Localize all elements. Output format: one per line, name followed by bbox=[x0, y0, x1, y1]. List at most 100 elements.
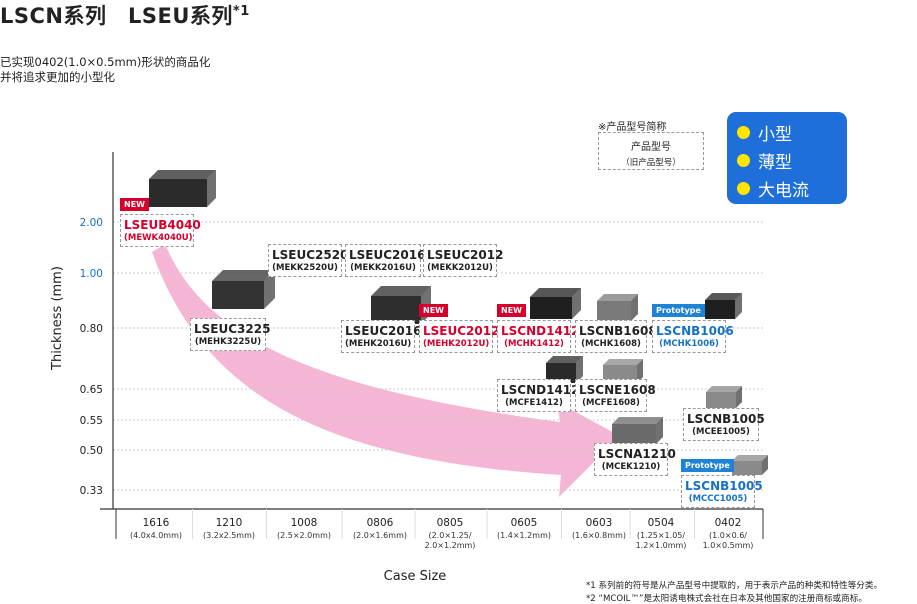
x-tick-sublabel: (1.0×0.6/ bbox=[709, 531, 747, 540]
product-label: LSEUC3225(MEHK3225U) bbox=[190, 318, 270, 351]
subtitle-line-1: 已实现0402(1.0×0.5mm)形状的商品化 bbox=[0, 55, 211, 69]
x-tick-label: 0402 bbox=[715, 517, 742, 529]
inductor-chip-icon bbox=[212, 281, 264, 309]
x-tick-label: 1616 bbox=[143, 517, 170, 529]
old-product-name: (MCEK1210) bbox=[601, 462, 661, 472]
new-badge: NEW bbox=[419, 304, 448, 317]
x-tick-label: 1008 bbox=[291, 517, 318, 529]
old-product-name: (MCFE1608) bbox=[582, 398, 640, 408]
x-tick-sublabel: 1.2×1.0mm) bbox=[636, 541, 687, 550]
product-label: LSCNB1608(MCHK1608) bbox=[575, 320, 657, 353]
legend-product-label: 产品型号 bbox=[631, 142, 671, 153]
inductor-chip-icon bbox=[371, 296, 421, 324]
feature-item: 小型 bbox=[737, 118, 847, 146]
inductor-chip-top bbox=[546, 356, 583, 363]
inductor-chip-top bbox=[149, 170, 216, 179]
inductor-chip-top bbox=[530, 288, 581, 297]
inductor-chip-icon bbox=[612, 424, 656, 444]
product-name: LSCNE1608 bbox=[579, 383, 656, 397]
inductor-chip-top bbox=[597, 294, 638, 301]
legend-title: ※产品型号简称 bbox=[598, 122, 667, 133]
old-product-name: (MCEE1005) bbox=[692, 427, 750, 437]
feature-item: 大电流 bbox=[737, 174, 847, 202]
old-product-name: (MCHK1412) bbox=[504, 339, 564, 349]
product-name: LSEUC2012 bbox=[423, 324, 500, 338]
product-label: LSCNB1006(MCHK1006) bbox=[652, 320, 734, 353]
inductor-chip-icon bbox=[706, 392, 736, 408]
product-label: LSEUC2012(MEKK2012U) bbox=[423, 244, 503, 277]
x-tick-label: 0605 bbox=[511, 517, 538, 529]
y-tick-label: 0.33 bbox=[80, 485, 103, 497]
product-label: LSCND1412(MCHK1412) bbox=[497, 320, 580, 353]
page-title: LSCN系列 LSEU系列*1 bbox=[0, 4, 250, 28]
inductor-chip-side bbox=[576, 356, 583, 383]
product-label: LSEUC2016(MEHK2016U) bbox=[341, 320, 422, 353]
product-name: LSCND1412 bbox=[501, 383, 580, 397]
prototype-badge: Prototype bbox=[652, 304, 705, 317]
old-product-name: (MEHK2012U) bbox=[423, 339, 490, 349]
old-product-name: (MEKK2016U) bbox=[350, 263, 416, 273]
inductor-chip-side bbox=[656, 417, 663, 444]
inductor-chip-side bbox=[762, 455, 768, 475]
bullet-icon bbox=[737, 153, 750, 167]
inductor-chip-icon bbox=[149, 179, 207, 207]
product-name: LSEUC2520 bbox=[272, 248, 349, 262]
x-tick-sublabel: (2.5×2.0mm) bbox=[277, 531, 331, 540]
new-badge: NEW bbox=[120, 198, 149, 211]
product-label: LSCNB1005(MCCC1005) bbox=[681, 475, 763, 508]
product-label: LSEUC2520(MEKK2520U) bbox=[268, 244, 349, 277]
x-tick-sublabel: (1.25×1.05/ bbox=[637, 531, 685, 540]
y-tick-label: 0.65 bbox=[80, 384, 103, 396]
inductor-chip-side bbox=[572, 288, 581, 319]
product-name: LSCND1412 bbox=[501, 324, 580, 338]
x-tick-label: 1210 bbox=[216, 517, 243, 529]
inductor-chip-icon bbox=[732, 461, 762, 475]
inductor-chip-side bbox=[736, 386, 742, 408]
footnote-2: *2 “MCOIL™”是太阳诱电株式会社在日本及其他国家的注册商标或商标。 bbox=[586, 594, 867, 604]
inductor-chip-icon bbox=[546, 363, 576, 383]
product-name: LSCNB1005 bbox=[687, 412, 765, 426]
x-tick-sublabel: (4.0x4.0mm) bbox=[130, 531, 182, 540]
product-label: LSCNA1210(MCEK1210) bbox=[594, 443, 676, 476]
old-product-name: (MEHK3225U) bbox=[194, 337, 262, 347]
inductor-chip-icon bbox=[603, 365, 637, 383]
subtitle-line-2: 并将追求更加的小型化 bbox=[0, 70, 115, 84]
old-product-name: (MEHK2016U) bbox=[345, 339, 412, 349]
x-tick-sublabel: (1.4×1.2mm) bbox=[497, 531, 551, 540]
old-product-name: (MCHK1608) bbox=[581, 339, 641, 349]
inductor-chip-top bbox=[371, 286, 431, 296]
old-product-name: (MEKK2520U) bbox=[272, 263, 338, 273]
old-product-name: (MCHK1006) bbox=[659, 339, 719, 349]
footnote-1: *1 系列前的符号是从产品型号中提取的，用于表示产品的种类和特性等分类。 bbox=[586, 581, 883, 591]
product-name: LSCNB1006 bbox=[656, 324, 734, 338]
inductor-chip-top bbox=[705, 293, 742, 300]
product-name: LSCNB1005 bbox=[685, 479, 763, 493]
x-tick-sublabel: (2.0×1.25/ bbox=[428, 531, 471, 540]
inductor-chip-side bbox=[637, 359, 643, 383]
old-product-name: (MCFE1412) bbox=[505, 398, 563, 408]
x-tick-sublabel: (1.6×0.8mm) bbox=[572, 531, 626, 540]
product-label: LSEUC2012(MEHK2012U) bbox=[419, 320, 500, 353]
product-label: LSEUB4040(MEWK4040U) bbox=[120, 214, 201, 247]
y-tick-label: 2.00 bbox=[80, 217, 103, 229]
prototype-badge: Prototype bbox=[681, 459, 734, 472]
feature-box: 小型 薄型 大电流 bbox=[727, 112, 847, 204]
x-tick-label: 0806 bbox=[367, 517, 394, 529]
product-name: LSEUC2016 bbox=[345, 324, 422, 338]
inductor-chip-top bbox=[603, 359, 643, 365]
inductor-chip-side bbox=[264, 270, 275, 309]
inductor-chip-side bbox=[735, 293, 742, 319]
x-tick-label: 0805 bbox=[437, 517, 464, 529]
inductor-chip-icon bbox=[530, 297, 572, 319]
bullet-icon bbox=[737, 125, 750, 139]
inductor-chip-icon bbox=[705, 300, 735, 319]
product-label: LSEUC2016(MEKK2016U) bbox=[345, 244, 425, 277]
y-tick-label: 0.80 bbox=[80, 323, 103, 335]
inductor-chip-top bbox=[706, 386, 742, 392]
old-product-name: (MEKK2012U) bbox=[427, 263, 493, 273]
inductor-chip-icon bbox=[597, 301, 631, 321]
inductor-chip-side bbox=[207, 170, 216, 207]
inductor-chip-side bbox=[631, 294, 638, 321]
x-tick-sublabel: 2.0×1.2mm) bbox=[425, 541, 476, 550]
